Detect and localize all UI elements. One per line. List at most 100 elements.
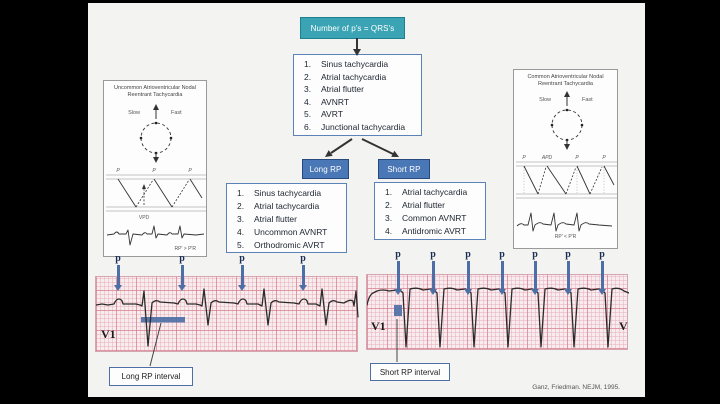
fast-pathway-label: Fast — [582, 97, 593, 103]
arrow-stem — [533, 261, 537, 289]
slow-pathway-label: Slow — [539, 97, 551, 103]
slow-pathway-label: Slow — [128, 110, 140, 116]
list-item: 6.Junctional tachycardia — [304, 121, 406, 132]
long-rp-box: Long RP — [302, 159, 349, 179]
rp-relation-note: RP' > P'R — [174, 246, 197, 252]
diagram-title-line1: Uncommon Atrioventricular Nodal — [114, 85, 196, 91]
arrow-stem — [301, 265, 305, 285]
down-arrow-icon — [178, 285, 186, 291]
vpd-label: VPD — [139, 215, 150, 221]
rp-relation-note: RP' < P'R — [554, 234, 577, 240]
short-rp-interval-marker — [394, 305, 402, 316]
reentry-circuit-icon: Slow Fast — [128, 104, 182, 163]
p-label: P — [602, 155, 606, 161]
down-arrow-icon — [394, 289, 402, 295]
up-arrow-icon — [564, 91, 570, 97]
down-arrow-icon — [498, 289, 506, 295]
lead-label: V1 — [101, 327, 116, 341]
long-rp-list: 1.Sinus tachycardia 2.Atrial tachycardia 3… — [226, 183, 347, 253]
short-rp-list: 1.Atrial tachycardia 2.Atrial flutter 3.Co… — [374, 182, 486, 240]
lead-label: V1 — [371, 319, 386, 333]
p-label: P — [575, 155, 579, 161]
apd-label: APD — [541, 155, 553, 161]
short-rp-box: Short RP — [378, 159, 430, 179]
long-rp-label: Long RP — [309, 164, 342, 174]
down-arrow-icon — [238, 285, 246, 291]
down-arrow-icon — [429, 289, 437, 295]
arrow-stem — [396, 261, 400, 289]
p-wave-arrow: p — [296, 254, 310, 291]
list-item: 4.Antidromic AVRT — [385, 226, 466, 236]
arrow-stem — [466, 261, 470, 289]
list-item: 5.Orthodromic AVRT — [237, 240, 325, 250]
p-wave-arrow: p — [595, 250, 609, 295]
arrow-stem — [600, 261, 604, 289]
list-item: 5.AVRT — [304, 109, 343, 120]
short-rp-label: Short RP — [387, 164, 421, 174]
list-item: 2.Atrial flutter — [385, 200, 445, 210]
list-item: 2.Atrial tachycardia — [237, 201, 320, 211]
arrow-stem — [116, 265, 120, 285]
p-wave-arrow: p — [561, 250, 575, 295]
p-wave-arrow: p — [426, 250, 440, 295]
down-arrow-icon — [299, 285, 307, 291]
p-wave-arrow: p — [495, 250, 509, 295]
arrow-stem — [566, 261, 570, 289]
lead-label-edge: V — [619, 319, 628, 333]
up-arrow-icon — [153, 104, 159, 110]
down-arrow-icon — [531, 289, 539, 295]
p-wave-arrow: p — [391, 250, 405, 295]
arrow-stem — [500, 261, 504, 289]
diagram-title-line1: Common Atrioventricular Nodal — [527, 74, 604, 80]
list-item: 1.Sinus tachycardia — [237, 188, 322, 198]
list-item: 1.Atrial tachycardia — [385, 187, 468, 197]
uncommon-avnrt-diagram: Uncommon Atrioventricular Nodal Reentran… — [103, 80, 207, 257]
list-item: 2.Atrial tachycardia — [304, 71, 387, 82]
reentry-circuit-icon: Slow Fast — [539, 91, 593, 150]
long-rp-interval-note: Long RP interval — [109, 367, 193, 386]
list-item: 3.Common AVNRT — [385, 213, 467, 223]
arrow-stem — [431, 261, 435, 289]
root-label: Number of p's = QRS's — [310, 23, 395, 33]
down-arrow-icon — [464, 289, 472, 295]
list-item: 4.AVNRT — [304, 96, 350, 107]
long-rp-interval-bar — [141, 317, 185, 323]
p-label: P — [116, 168, 120, 174]
down-arrow-icon — [153, 157, 159, 163]
short-rp-interval-note: Short RP interval — [370, 363, 450, 381]
p-label: P — [152, 168, 156, 174]
ecg-strip-long-rp: V1 — [95, 276, 359, 352]
p-label: P — [188, 168, 192, 174]
citation: Ganz, Friedman. NEJM, 1995. — [532, 384, 620, 391]
list-item: 3.Atrial flutter — [237, 214, 297, 224]
vpd-arrow-icon — [142, 184, 146, 189]
ecg-strip-short-rp: V1 V — [366, 274, 629, 350]
p-wave-arrow: p — [175, 254, 189, 291]
p-wave-arrow: p — [235, 254, 249, 291]
down-arrow-icon — [564, 289, 572, 295]
list-item: 1.Sinus tachycardia — [304, 59, 389, 69]
fast-pathway-label: Fast — [171, 110, 182, 116]
mini-ecg-icon — [516, 212, 613, 232]
ecg-trace — [96, 288, 359, 347]
p-wave-arrow: p — [111, 254, 125, 291]
list-item: 4.Uncommon AVNRT — [237, 227, 328, 237]
diagram-title-line2: Reentrant Tachycardia — [127, 92, 183, 98]
main-differential-list: 1.Sinus tachycardia 2.Atrial tachycardia 3… — [293, 54, 422, 136]
down-arrow-icon — [564, 144, 570, 150]
p-label: P — [522, 155, 526, 161]
p-wave-arrow: p — [528, 250, 542, 295]
ladder-diagram-icon: P P P VPD — [106, 168, 206, 221]
down-arrow-icon — [114, 285, 122, 291]
mini-ecg-icon — [106, 225, 205, 246]
arrow-stem — [180, 265, 184, 285]
root-box: Number of p's = QRS's — [300, 17, 405, 39]
arrow-stem — [240, 265, 244, 285]
diagram-title-line2: Reentrant Tachycardia — [538, 81, 593, 87]
common-avnrt-diagram: Common Atrioventricular Nodal Reentrant … — [513, 69, 618, 249]
list-item: 3.Atrial flutter — [304, 84, 364, 95]
ladder-diagram-icon: P APD P P — [516, 155, 617, 199]
p-wave-arrow: p — [461, 250, 475, 295]
down-arrow-icon — [598, 289, 606, 295]
